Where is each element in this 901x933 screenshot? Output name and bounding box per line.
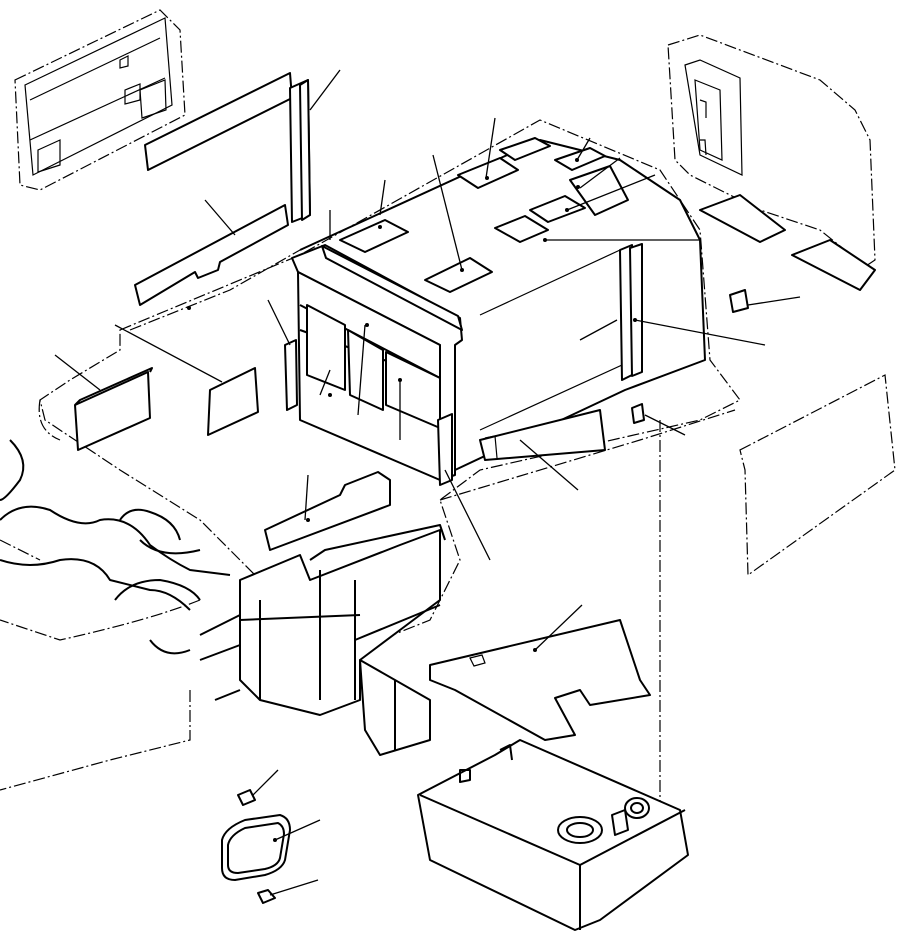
side-panel-right (739, 374, 896, 577)
vertical-strip-upper (289, 79, 311, 223)
insulation-strip-upper-left (144, 72, 293, 171)
front-lower-strip (264, 471, 391, 551)
side-panels-left (74, 367, 259, 451)
cab-door (667, 34, 876, 271)
control-levers-left (0, 439, 231, 655)
fuel-tank (417, 739, 689, 931)
small-clip-right (729, 289, 749, 313)
floor-mat (429, 619, 651, 741)
roof-pads (339, 137, 629, 293)
leader-dots (187, 158, 637, 842)
small-clip-center (631, 403, 645, 424)
insulation-strip-lower-left (134, 204, 289, 306)
small-parts-bottom (221, 789, 291, 904)
seat-console (199, 524, 446, 756)
cab-box-center (284, 139, 706, 486)
cab-phantom-outline (0, 119, 741, 820)
rear-cab-panel (14, 9, 186, 191)
door-pads (699, 194, 876, 291)
